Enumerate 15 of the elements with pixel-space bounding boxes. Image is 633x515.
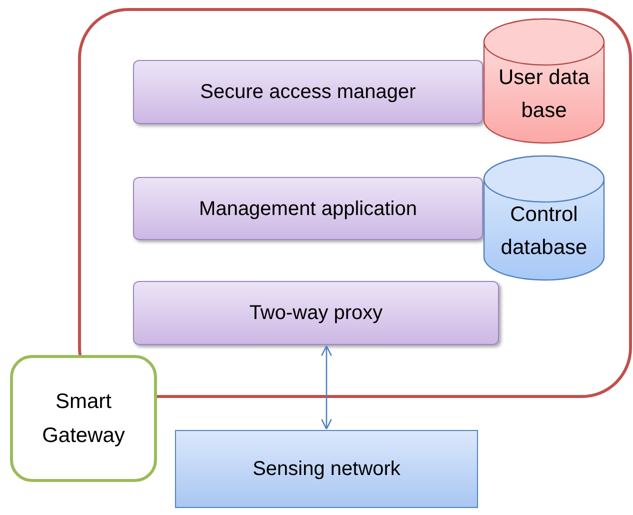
node-label: Management application — [199, 196, 417, 222]
node-label: User data base — [497, 64, 591, 124]
node-label: Secure access manager — [200, 80, 416, 105]
database-cylinder — [483, 155, 605, 281]
process-box — [133, 281, 499, 345]
process-box — [133, 60, 483, 124]
gateway-box — [10, 355, 157, 482]
node-label: Control database — [500, 202, 588, 262]
node-label: Two-way proxy — [249, 301, 383, 326]
double-arrow — [320, 345, 332, 430]
network-box — [175, 430, 478, 508]
process-box — [133, 177, 483, 240]
database-cylinder — [483, 18, 605, 144]
node-label: Sensing network — [252, 457, 400, 482]
node-label: Smart Gateway — [41, 388, 126, 448]
